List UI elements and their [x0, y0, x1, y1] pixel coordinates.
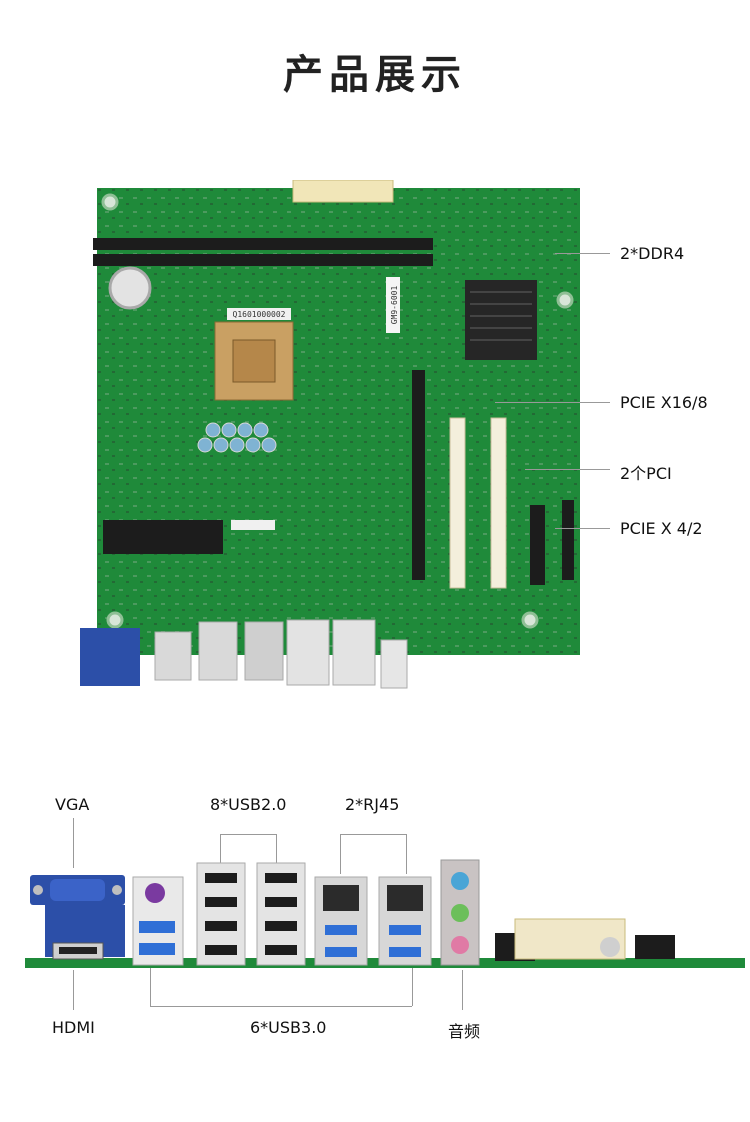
rear-ps2-port	[145, 883, 165, 903]
rear-io-image	[25, 855, 745, 985]
motherboard-image: Q1601000002 GM9-6001	[75, 179, 595, 700]
leader-pcie-x4	[555, 528, 610, 529]
audio-jack-block	[380, 639, 408, 689]
ddr4-slot-2	[93, 254, 433, 266]
usb-stack-2	[198, 621, 238, 681]
cmos-battery	[108, 266, 152, 310]
usb-stack-1	[154, 631, 192, 681]
label-usb30: 6*USB3.0	[250, 1018, 327, 1037]
leader-pci	[525, 469, 610, 470]
leader-ddr4	[555, 253, 610, 254]
rj45-stack-2	[286, 619, 330, 686]
leader-hdmi	[73, 970, 74, 1010]
label-vga: VGA	[55, 795, 90, 814]
label-usb20: 8*USB2.0	[210, 795, 287, 814]
leader-rj45-top	[340, 834, 406, 835]
label-audio: 音频	[448, 1022, 481, 1041]
leader-usb20-top	[220, 834, 276, 835]
vga-port	[80, 628, 140, 686]
page-title: 产品展示	[283, 52, 467, 98]
leader-pcie-x16	[495, 402, 610, 403]
pcie-x16-slot	[412, 370, 425, 580]
chipset-heatsink	[465, 280, 537, 360]
callout-ddr4: 2*DDR4	[620, 244, 685, 263]
label-rj45: 2*RJ45	[345, 795, 400, 814]
rear-io-illustration	[25, 859, 745, 968]
capacitor-group	[197, 422, 277, 453]
pci-slot-1	[449, 417, 466, 589]
motherboard-illustration: Q1601000002 GM9-6001	[80, 179, 580, 689]
callout-pcie-x4: PCIE X 4/2	[620, 519, 703, 538]
leader-audio	[462, 970, 463, 1010]
callout-pci: 2个PCI	[620, 464, 672, 483]
board-model-label: GM9-6001	[390, 286, 399, 325]
chip-label: Q1601000002	[233, 310, 286, 319]
usb3-stack	[332, 619, 376, 686]
pin-headers	[103, 520, 223, 554]
ddr4-slot-1	[93, 238, 433, 250]
label-hdmi: HDMI	[52, 1018, 95, 1037]
leader-usb30-bottom	[150, 1006, 412, 1007]
atx-power-connector	[292, 179, 394, 203]
leader-vga	[73, 818, 74, 868]
callout-pcie-x16: PCIE X16/8	[620, 393, 708, 412]
rj45-stack-1	[244, 621, 284, 681]
pci-slot-2	[490, 417, 507, 589]
pcie-x4-slot	[530, 505, 545, 585]
